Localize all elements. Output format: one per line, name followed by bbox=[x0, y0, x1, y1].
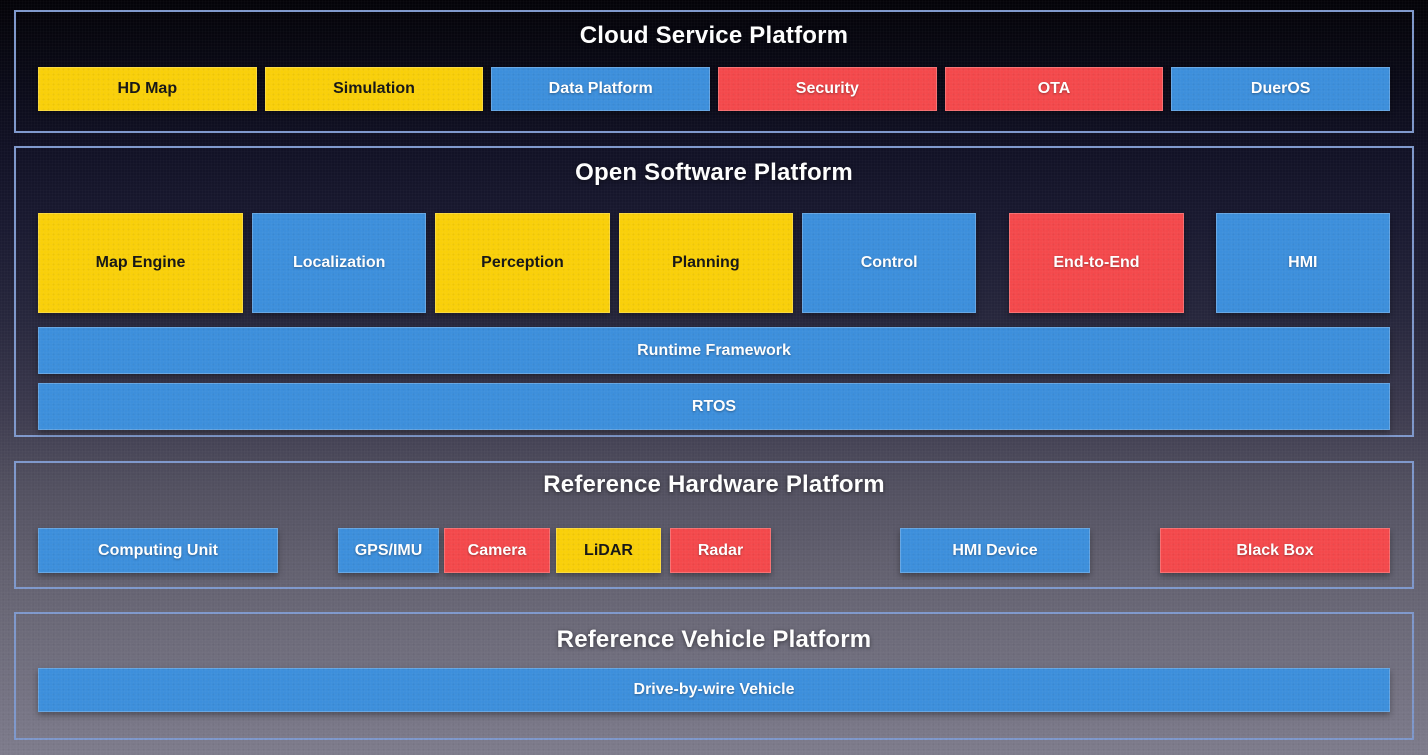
cloud-service-row: HD Map Simulation Data Platform Security… bbox=[16, 67, 1412, 111]
block-security: Security bbox=[718, 67, 937, 111]
block-control: Control bbox=[801, 213, 977, 313]
block-planning: Planning bbox=[618, 213, 793, 313]
block-data-platform: Data Platform bbox=[491, 67, 711, 111]
section-reference-vehicle-platform: Reference Vehicle Platform Drive-by-wire… bbox=[14, 612, 1414, 740]
section-reference-hardware-platform: Reference Hardware Platform Computing Un… bbox=[14, 461, 1414, 589]
block-perception: Perception bbox=[435, 213, 610, 313]
section-open-software-platform: Open Software Platform Map Engine Locali… bbox=[14, 146, 1414, 437]
block-simulation: Simulation bbox=[264, 67, 484, 111]
block-hmi-device: HMI Device bbox=[900, 528, 1090, 573]
section-title: Reference Hardware Platform bbox=[543, 471, 885, 498]
block-camera: Camera bbox=[444, 528, 550, 573]
block-hmi: HMI bbox=[1215, 213, 1390, 313]
bar-rtos: RTOS bbox=[38, 383, 1390, 430]
section-title: Cloud Service Platform bbox=[579, 22, 849, 49]
bar-drive-by-wire-vehicle: Drive-by-wire Vehicle bbox=[38, 668, 1390, 712]
block-end-to-end: End-to-End bbox=[1009, 213, 1184, 313]
block-computing-unit: Computing Unit bbox=[38, 528, 278, 573]
section-cloud-service-platform: Cloud Service Platform HD Map Simulation… bbox=[14, 10, 1414, 133]
block-black-box: Black Box bbox=[1160, 528, 1390, 573]
hardware-row: Computing Unit GPS/IMU Camera LiDAR Rada… bbox=[16, 528, 1412, 573]
bar-runtime-framework: Runtime Framework bbox=[38, 327, 1390, 374]
block-dueros: DuerOS bbox=[1171, 67, 1391, 111]
block-map-engine: Map Engine bbox=[38, 213, 243, 313]
block-radar: Radar bbox=[670, 528, 771, 573]
sensor-group: GPS/IMU Camera LiDAR Radar bbox=[338, 528, 771, 573]
software-modules-row: Map Engine Localization Perception Plann… bbox=[16, 213, 1412, 313]
block-lidar: LiDAR bbox=[556, 528, 661, 573]
block-gps-imu: GPS/IMU bbox=[338, 528, 439, 573]
section-title: Open Software Platform bbox=[575, 159, 853, 186]
block-ota: OTA bbox=[944, 67, 1164, 111]
section-title: Reference Vehicle Platform bbox=[556, 626, 872, 653]
block-hd-map: HD Map bbox=[38, 67, 257, 111]
block-localization: Localization bbox=[252, 213, 427, 313]
